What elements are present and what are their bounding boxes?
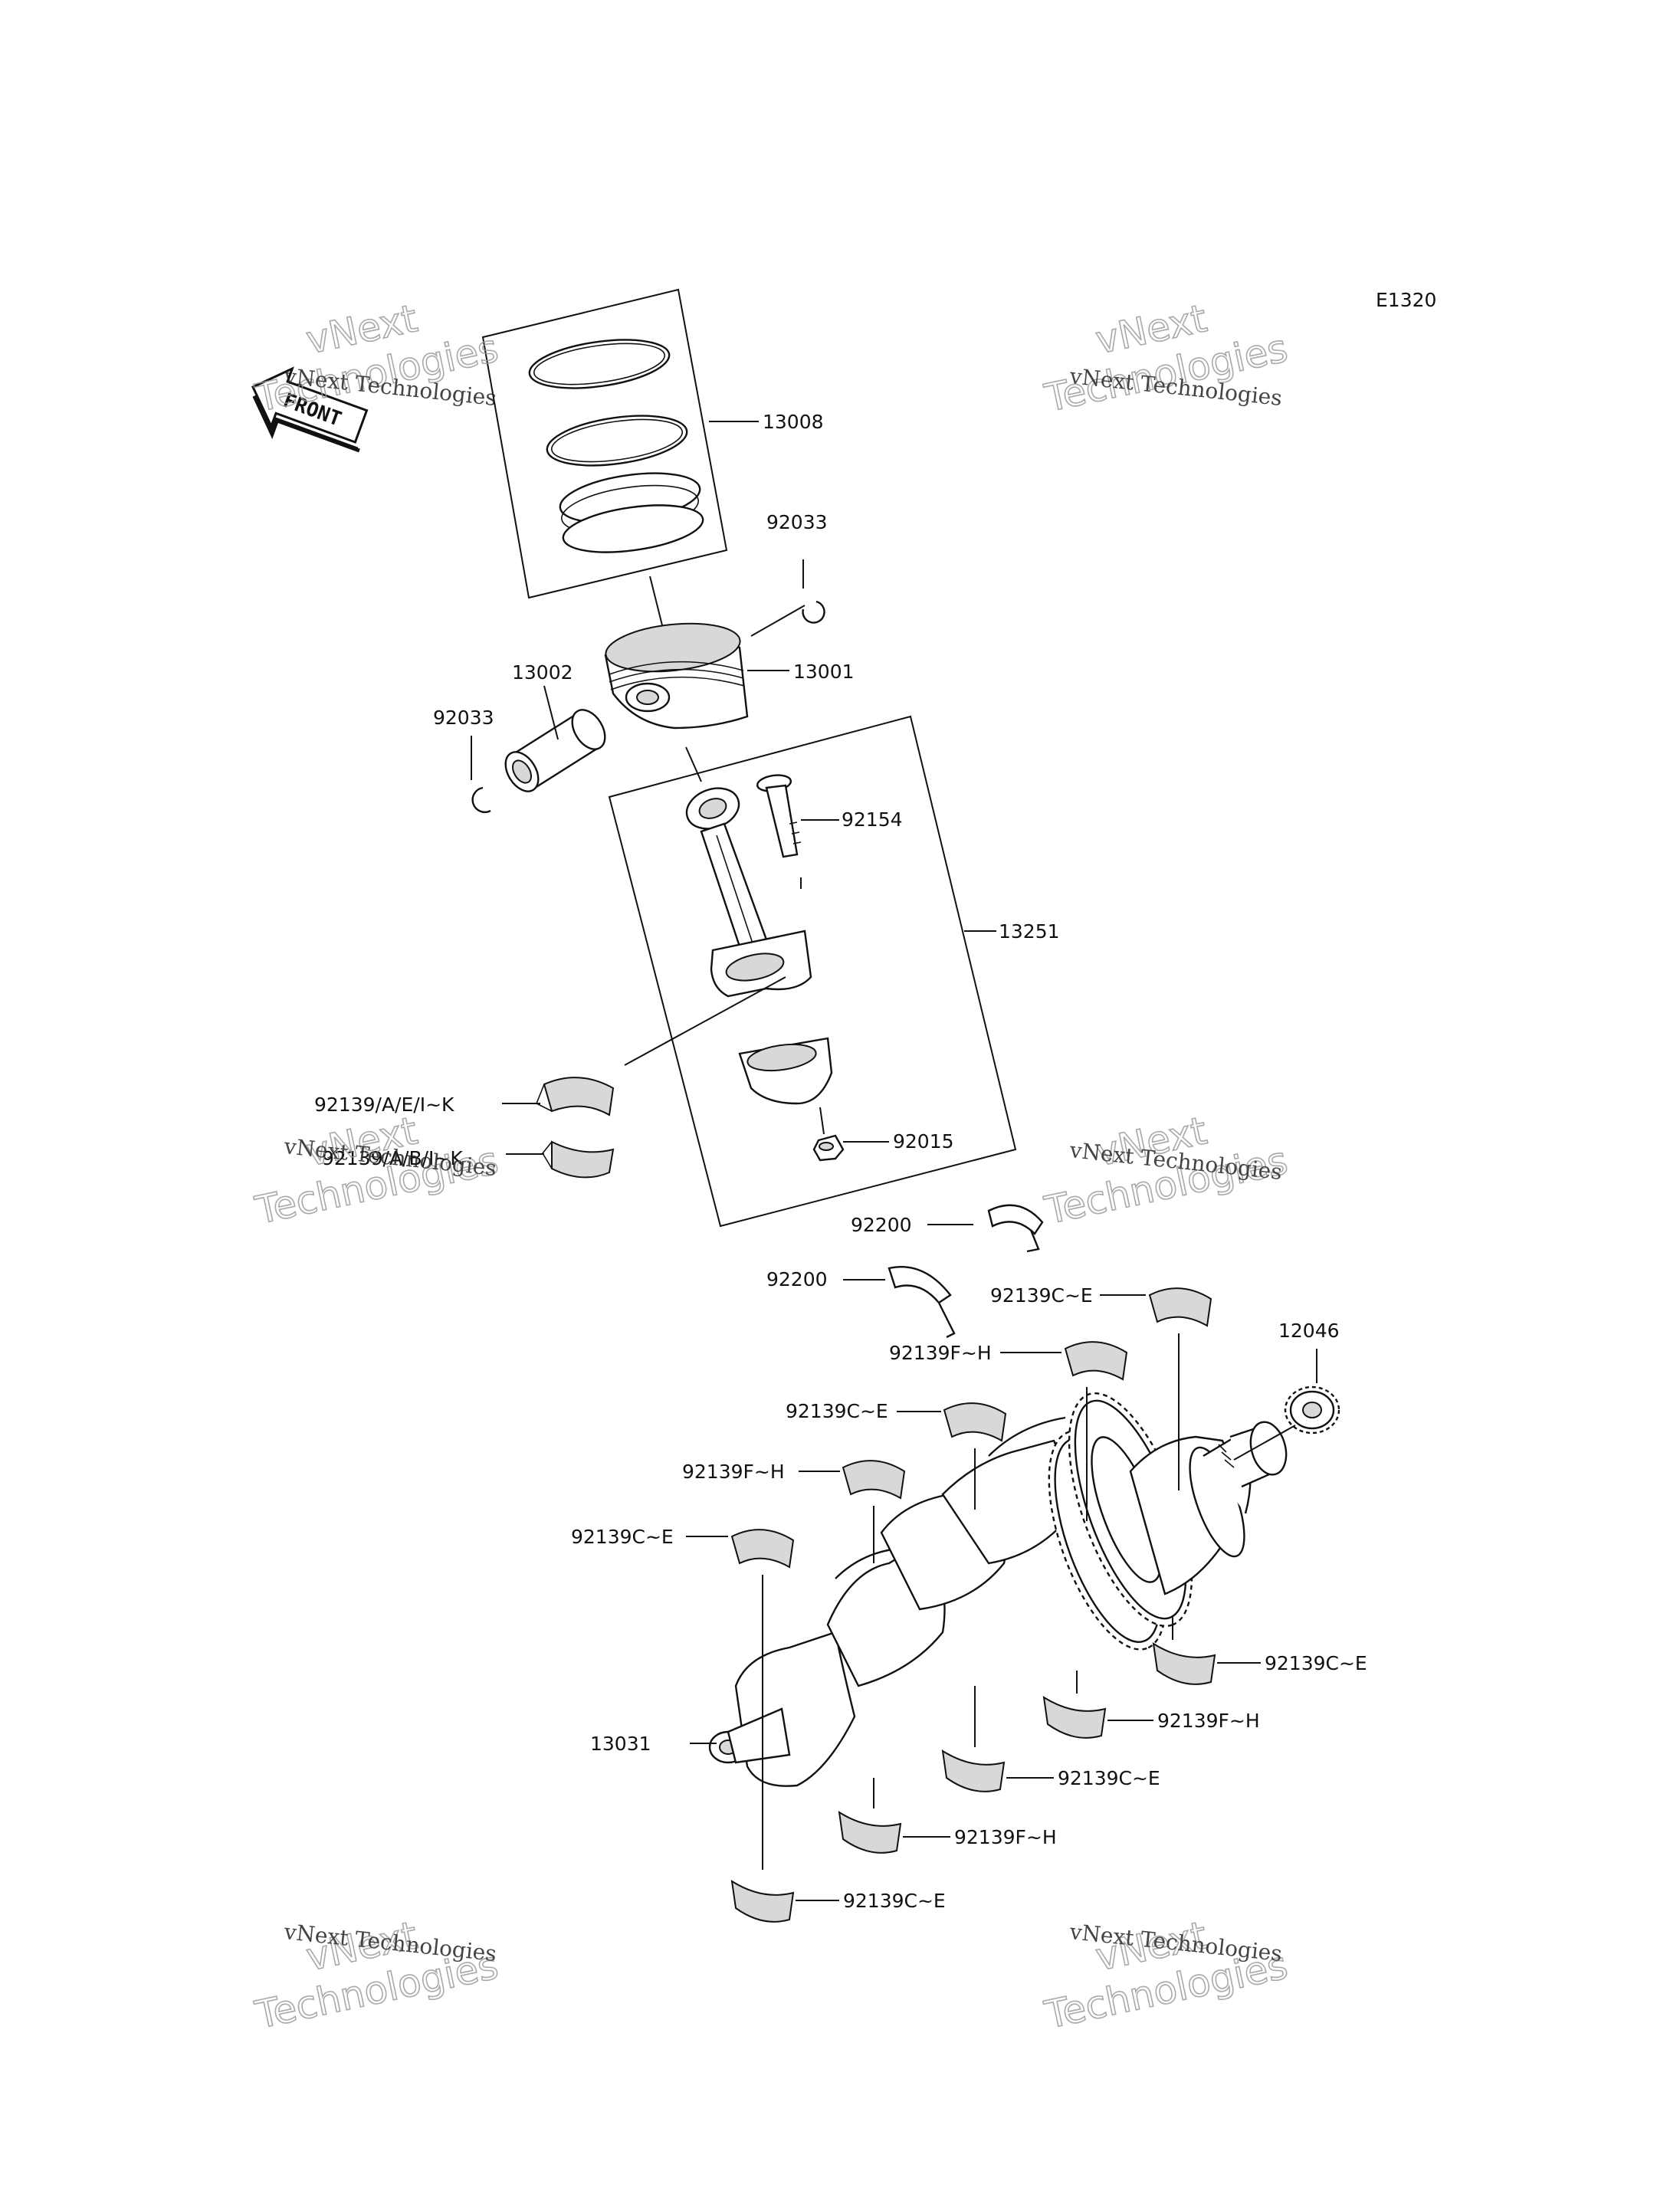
bearing-label-fh-3[interactable]: 92139F~H <box>1157 1710 1260 1732</box>
part-label-13251[interactable]: 13251 <box>999 920 1060 943</box>
bearing-label-ce-1[interactable]: 92139C~E <box>990 1284 1093 1307</box>
part-label-92200-upper[interactable]: 92200 <box>851 1214 912 1236</box>
part-label-92033-left[interactable]: 92033 <box>433 707 494 729</box>
part-label-92139-upper[interactable]: 92139/A/E/I~K <box>314 1094 454 1116</box>
part-label-92200-lower[interactable]: 92200 <box>766 1268 828 1290</box>
bearing-label-ce-2[interactable]: 92139C~E <box>786 1400 888 1422</box>
rod-bearing-lower <box>542 1140 615 1179</box>
main-bearing-u5 <box>730 1529 795 1569</box>
rod-bearing-upper <box>535 1077 615 1117</box>
main-bearing-u2 <box>1064 1341 1128 1381</box>
thrust-washer-lower <box>888 1266 956 1339</box>
main-bearing-l3 <box>941 1749 1006 1792</box>
part-label-92154[interactable]: 92154 <box>842 808 903 831</box>
bearing-label-fh-1[interactable]: 92139F~H <box>889 1342 992 1364</box>
part-label-13001[interactable]: 13001 <box>793 661 855 683</box>
part-label-13008[interactable]: 13008 <box>763 411 824 433</box>
bearing-label-ce-3[interactable]: 92139C~E <box>571 1526 674 1548</box>
part-label-92139-lower[interactable]: 92139/A/B/I~K <box>322 1147 463 1169</box>
connecting-rod <box>685 787 812 998</box>
main-bearing-l2 <box>1042 1696 1107 1739</box>
circlip-left <box>471 786 491 813</box>
bearing-label-ce-5[interactable]: 92139C~E <box>1058 1767 1160 1789</box>
diagram-code: E1320 <box>1376 289 1436 311</box>
part-label-12046[interactable]: 12046 <box>1278 1320 1340 1342</box>
connecting-rod-cap <box>738 1037 833 1105</box>
part-label-92015[interactable]: 92015 <box>893 1130 954 1153</box>
gear-12046 <box>1284 1385 1340 1435</box>
main-bearing-u3 <box>943 1402 1007 1442</box>
thrust-washer-upper <box>987 1204 1044 1253</box>
piston-rings-group <box>481 288 728 599</box>
part-label-13031[interactable]: 13031 <box>590 1733 651 1755</box>
piston-pin <box>504 709 606 792</box>
circlip-right <box>802 600 825 624</box>
main-bearing-l4 <box>838 1811 902 1854</box>
main-bearing-u1 <box>1148 1287 1212 1327</box>
main-bearing-l1 <box>1152 1642 1216 1685</box>
bearing-label-ce-6[interactable]: 92139C~E <box>843 1890 946 1912</box>
part-label-92033-top[interactable]: 92033 <box>766 511 828 533</box>
bearing-label-fh-4[interactable]: 92139F~H <box>954 1826 1057 1848</box>
crankshaft <box>708 1392 1288 1787</box>
connecting-rod-bolt <box>756 774 802 858</box>
bearing-label-fh-2[interactable]: 92139F~H <box>682 1461 785 1483</box>
bearing-label-ce-4[interactable]: 92139C~E <box>1265 1652 1367 1674</box>
piston <box>604 622 749 730</box>
nut <box>812 1134 845 1162</box>
part-label-13002[interactable]: 13002 <box>512 661 573 684</box>
main-bearing-l5 <box>730 1880 795 1923</box>
main-bearing-u4 <box>842 1460 906 1500</box>
